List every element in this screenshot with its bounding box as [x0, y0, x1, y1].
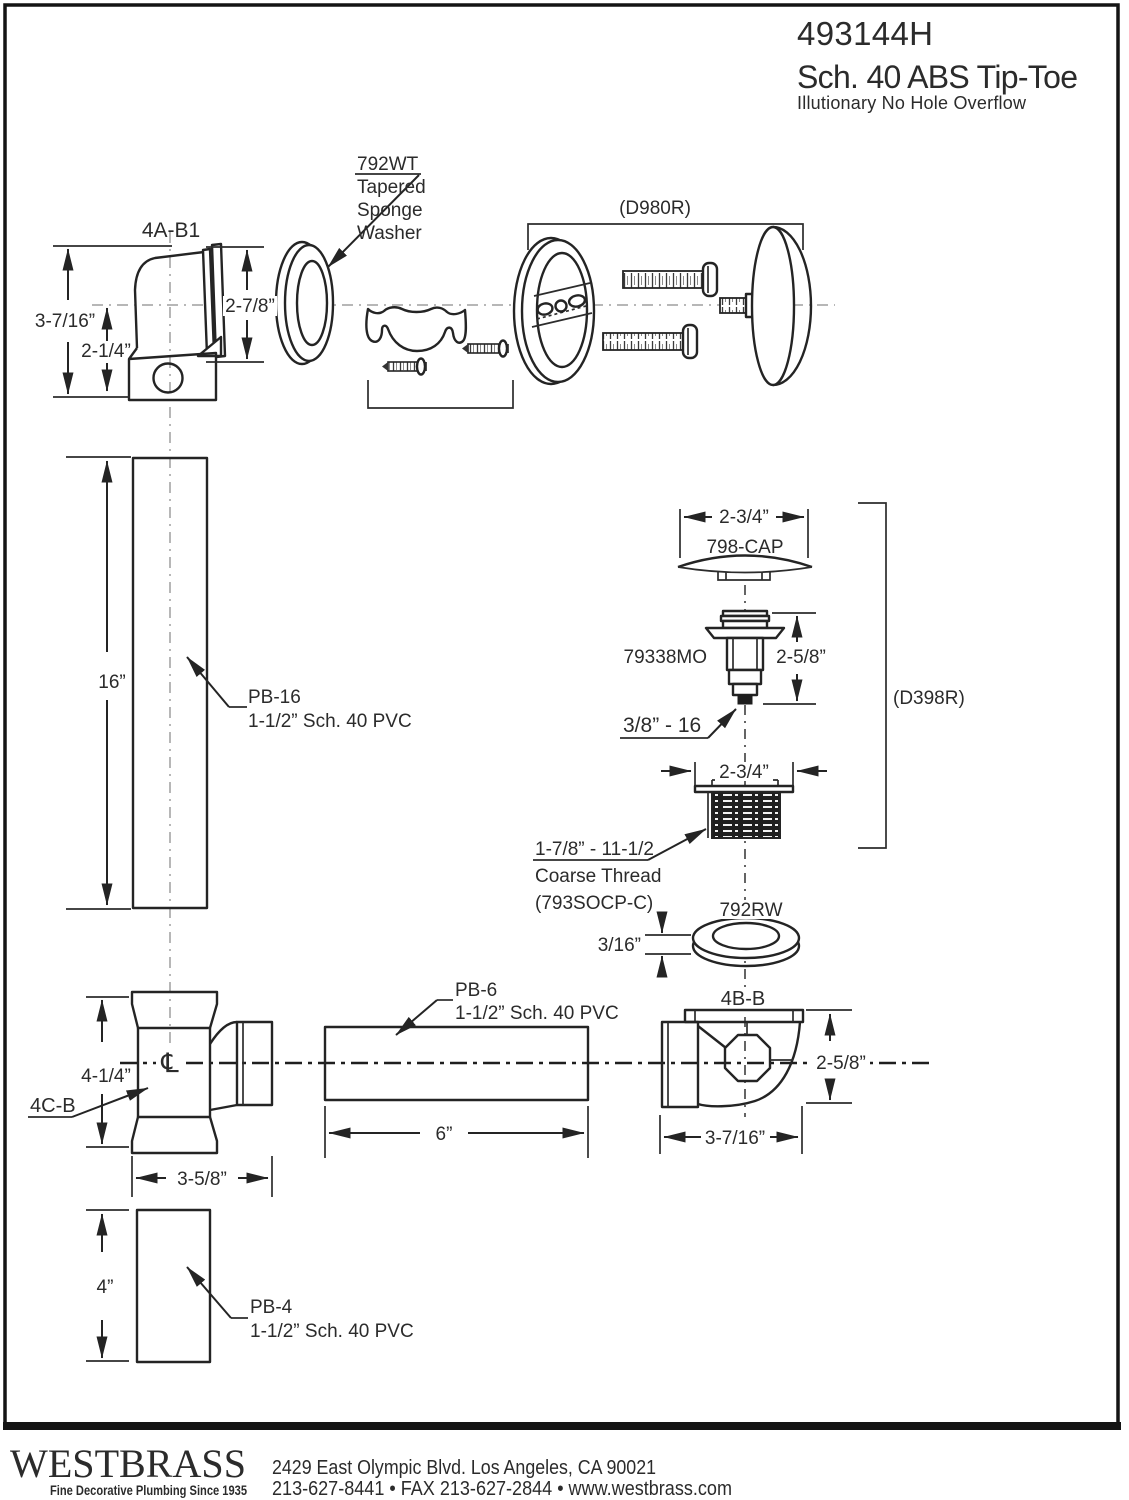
dim-text-elbow-height: 2-5/8”: [816, 1053, 866, 1074]
pipe-pb4-drawing: [86, 1208, 248, 1364]
overflow-plate-kit-d980r-drawing: [512, 223, 813, 387]
label-pb4: PB-4: [250, 1297, 293, 1318]
product-name: Sch. 40 ABS Tip-Toe: [797, 59, 1078, 95]
label-792rw: 792RW: [719, 900, 782, 921]
label-pb6: PB-6: [455, 980, 497, 1001]
brand-tagline: Fine Decorative Plumbing Since 1935: [50, 1483, 247, 1498]
dim-text-2-7-8: 2-7/8”: [225, 296, 275, 317]
saddle-bracket: [367, 380, 514, 409]
label-792wt-desc3: Washer: [357, 223, 422, 244]
lift-stem-79338mo: [704, 609, 786, 705]
sponge-washer-792wt-drawing: [274, 173, 421, 366]
mounting-screw-small-1: [382, 357, 427, 376]
label-pb16: PB-16: [248, 687, 301, 708]
label-pb6-spec: 1-1/2” Sch. 40 PVC: [455, 1003, 619, 1024]
leader-pb16: [186, 656, 230, 708]
d980r-bracket: [527, 223, 804, 250]
footer-contact: 213-627-8441 • FAX 213-627-2844 • www.we…: [272, 1478, 732, 1500]
dim-text-body-width: 2-3/4”: [719, 762, 769, 783]
dim-text-elbow-width: 3-7/16”: [705, 1128, 765, 1149]
dim-text-6: 6”: [436, 1124, 453, 1145]
pipe-pb6-drawing: [323, 999, 590, 1158]
label-798cap: 798-CAP: [706, 537, 783, 558]
tip-toe-cap-798: [677, 554, 813, 581]
label-thread-3-8-16: 3/8” - 16: [623, 714, 701, 737]
label-pb16-spec: 1-1/2” Sch. 40 PVC: [248, 711, 412, 732]
product-subtitle: Illutionary No Hole Overflow: [797, 93, 1027, 113]
part-number: 493144H: [797, 15, 933, 52]
label-coarse-thread-3: (793SOCP-C): [535, 893, 653, 914]
faceplate-screw-2: [602, 323, 699, 360]
dim-text-2-1-4: 2-1/4”: [81, 341, 131, 362]
leader-4cb: [71, 1087, 149, 1118]
footer: WESTBRASS Fine Decorative Plumbing Since…: [10, 1441, 732, 1500]
tee-4cb-drawing: [28, 990, 274, 1197]
label-coarse-thread-1: 1-7/8” - 11-1/2: [535, 839, 654, 860]
centerline-symbol: ℄: [160, 1048, 179, 1078]
brand-logo: WESTBRASS: [10, 1441, 246, 1486]
footer-address: 2429 East Olympic Blvd. Los Angeles, CA …: [272, 1457, 656, 1479]
label-d398r: (D398R): [893, 688, 965, 709]
d398r-bracket: [858, 502, 887, 849]
dim-text-stem-height: 2-5/8”: [776, 647, 826, 668]
centerlines: [92, 232, 930, 1117]
faceplate-screw-1: [622, 261, 719, 298]
drain-kit-d398r-drawing: [533, 502, 887, 978]
title-block: 493144H Sch. 40 ABS Tip-Toe Illutionary …: [797, 15, 1078, 113]
label-792wt: 792WT: [357, 154, 419, 175]
dim-text-4-1-4: 4-1/4”: [81, 1066, 131, 1087]
label-pb4-spec: 1-1/2” Sch. 40 PVC: [250, 1321, 414, 1342]
label-792wt-desc1: Tapered: [357, 177, 426, 198]
pipe-pb16-drawing: [66, 456, 247, 910]
overflow-faceplate: [512, 236, 596, 386]
dim-text-16: 16”: [98, 672, 125, 693]
label-79338mo: 79338MO: [624, 647, 707, 668]
label-792wt-desc2: Sponge: [357, 200, 423, 221]
cover-plate: [719, 225, 813, 387]
leader-pb4: [186, 1266, 232, 1319]
drain-body-793socp: [693, 779, 795, 839]
dim-text-3-16: 3/16”: [598, 935, 641, 956]
leader-thread-callout: [707, 708, 737, 739]
elbow-4bb-drawing: [659, 1008, 852, 1154]
leader-792wt: [327, 174, 420, 268]
label-4cb: 4C-B: [30, 1095, 76, 1117]
dim-text-3-7-16: 3-7/16”: [35, 311, 95, 332]
mounting-screw-small-2: [462, 339, 509, 358]
dim-text-cap-width: 2-3/4”: [719, 507, 769, 528]
label-coarse-thread-2: Coarse Thread: [535, 866, 661, 887]
sheet-border: [3, 3, 1121, 1430]
label-elbow-4ab1: 4A-B1: [142, 219, 200, 242]
leader-pb6: [395, 999, 438, 1036]
label-4bb: 4B-B: [721, 988, 765, 1010]
overflow-elbow-4ab1-drawing: [127, 242, 227, 402]
dim-text-3-5-8: 3-5/8”: [177, 1169, 227, 1190]
dim-text-4: 4”: [97, 1277, 114, 1298]
tub-saddle-gasket-drawing: [365, 306, 514, 409]
rubber-washer-792rw: [691, 916, 801, 968]
label-d980r: (D980R): [619, 198, 691, 219]
leader-coarse-thread: [647, 828, 707, 861]
dim-elbow-height: [53, 245, 264, 398]
